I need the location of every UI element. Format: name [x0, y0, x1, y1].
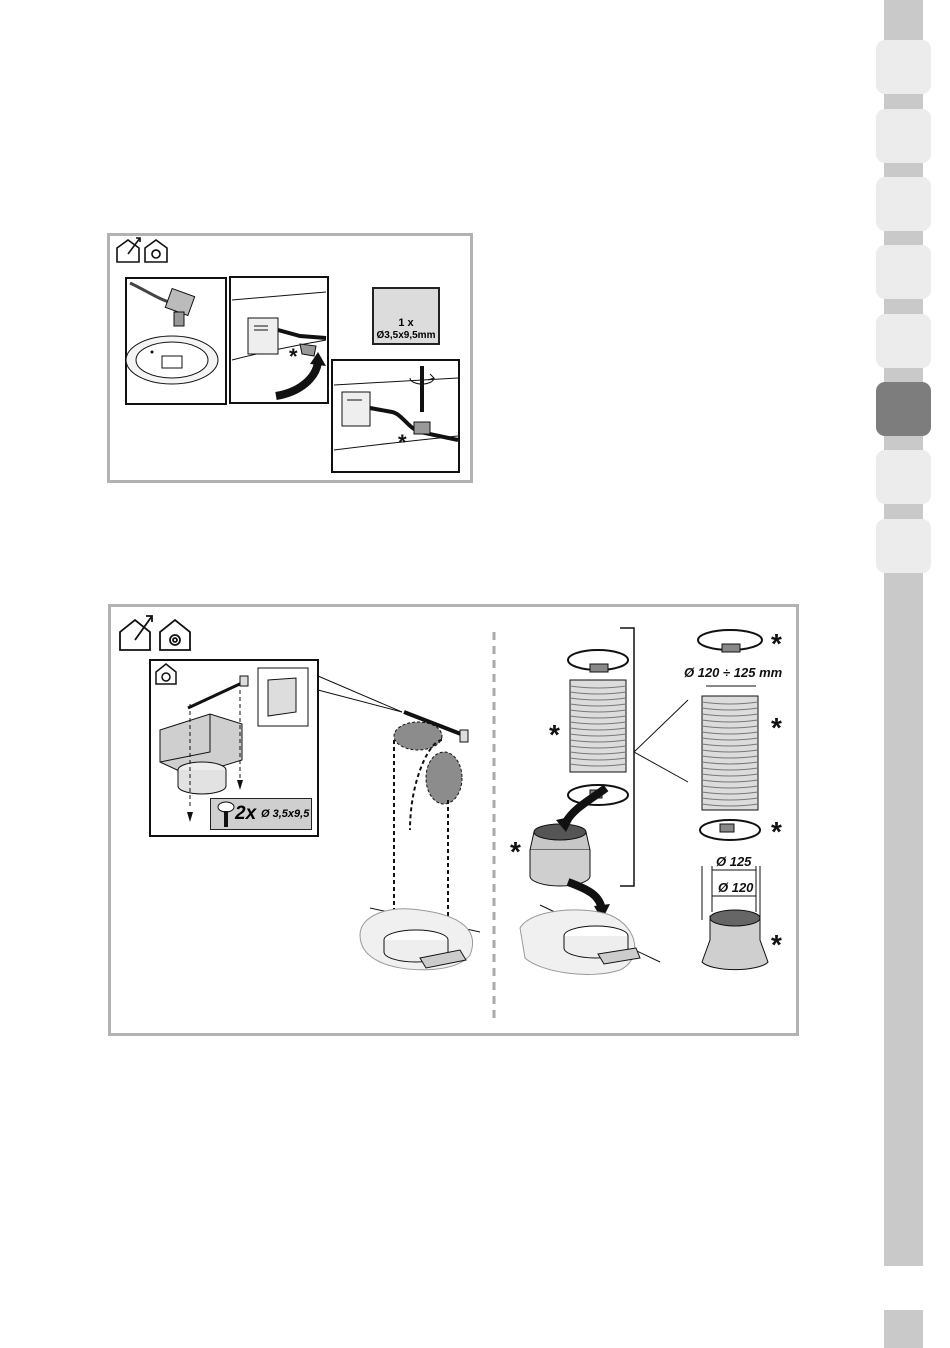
screw-icon: [215, 800, 237, 830]
ceiling-bracket-duct: [360, 712, 480, 970]
marker-asterisk: *: [771, 628, 782, 660]
diameter-125: Ø 125: [716, 854, 751, 869]
marker-asterisk: *: [771, 816, 782, 848]
screw-quantity: 2x: [235, 803, 256, 825]
house-exhaust-icon: [120, 616, 152, 650]
screw-spec-label-2: 2x Ø 3,5x9,5: [210, 798, 312, 830]
duct-diameter-range: Ø 120 ÷ 125 mm: [684, 665, 782, 680]
screw-size: Ø 3,5x9,5: [261, 808, 309, 820]
diameter-120: Ø 120: [718, 880, 753, 895]
marker-asterisk: *: [771, 929, 782, 961]
marker-asterisk: *: [771, 712, 782, 744]
marker-asterisk: *: [510, 836, 521, 868]
duct-parts-exploded: [698, 630, 768, 970]
flexible-duct-assembly: [520, 650, 660, 974]
house-recirculation-icon: [160, 620, 190, 650]
marker-asterisk: *: [549, 719, 560, 751]
